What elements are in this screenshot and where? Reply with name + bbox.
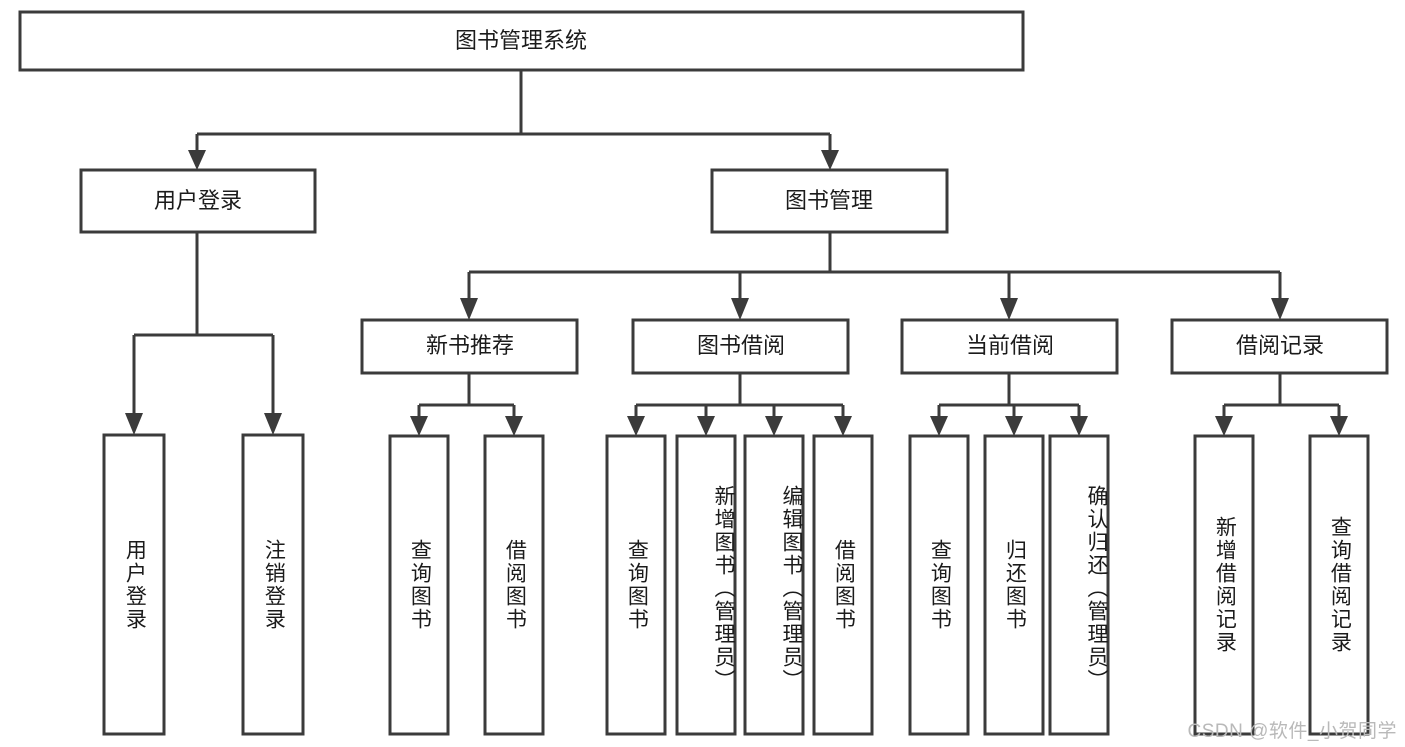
- node-leaf-cb-return-book[interactable]: [983, 434, 1045, 736]
- arrowhead-book-borrow: [731, 298, 749, 320]
- arrowhead-cb-leaf2: [1005, 416, 1023, 436]
- node-root[interactable]: 图书管理系统: [18, 10, 1025, 72]
- node-current-borrow[interactable]: 当前借阅: [900, 318, 1119, 375]
- arrowhead-leaf-user-login: [125, 413, 143, 435]
- arrowhead-cb-leaf1: [930, 416, 948, 436]
- node-leaf-logout[interactable]: [241, 433, 305, 736]
- node-root-label: 图书管理系统: [455, 28, 587, 53]
- arrowhead-nb-leaf1: [410, 416, 428, 436]
- node-book-borrow[interactable]: 图书借阅: [631, 318, 850, 375]
- arrowhead-br-leaf1: [1215, 416, 1233, 436]
- arrowhead-leaf-logout: [264, 413, 282, 435]
- node-leaf-br-add-record[interactable]: [1193, 434, 1255, 736]
- node-new-book-recommend-label: 新书推荐: [426, 333, 514, 358]
- leaf-rect-group: [102, 433, 1370, 736]
- node-leaf-nb-borrow-book[interactable]: [483, 434, 545, 736]
- arrowhead-book-manage: [821, 150, 839, 170]
- arrowhead-bb-leaf1: [627, 416, 645, 436]
- node-leaf-user-login[interactable]: [102, 433, 166, 736]
- arrowhead-new-book: [460, 298, 478, 320]
- arrowhead-bb-leaf3: [765, 416, 783, 436]
- arrowhead-nb-leaf2: [505, 416, 523, 436]
- arrowhead-current-borrow: [1000, 298, 1018, 320]
- node-new-book-recommend[interactable]: 新书推荐: [360, 318, 579, 375]
- node-borrow-record[interactable]: 借阅记录: [1170, 318, 1389, 375]
- arrowhead-user-login: [188, 150, 206, 170]
- node-leaf-nb-query-book[interactable]: [388, 434, 450, 736]
- arrowhead-br-leaf2: [1330, 416, 1348, 436]
- node-leaf-br-query-record[interactable]: [1308, 434, 1370, 736]
- arrowhead-bb-leaf4: [834, 416, 852, 436]
- arrowhead-borrow-record: [1271, 298, 1289, 320]
- connector-layer: [125, 70, 1348, 436]
- node-current-borrow-label: 当前借阅: [966, 333, 1054, 358]
- csdn-watermark: CSDN @软件_小贺同学: [1187, 721, 1397, 742]
- node-leaf-bb-query-book[interactable]: [605, 434, 667, 736]
- node-leaf-bb-add-book[interactable]: [675, 434, 737, 736]
- node-leaf-bb-edit-book[interactable]: [743, 434, 805, 736]
- node-borrow-record-label: 借阅记录: [1236, 333, 1324, 358]
- node-book-manage[interactable]: 图书管理: [710, 168, 949, 234]
- node-leaf-bb-borrow-book[interactable]: [812, 434, 874, 736]
- node-leaf-cb-query-book[interactable]: [908, 434, 970, 736]
- node-user-login[interactable]: 用户登录: [79, 168, 317, 234]
- node-book-borrow-label: 图书借阅: [697, 333, 785, 358]
- node-book-manage-label: 图书管理: [785, 188, 873, 213]
- node-user-login-label: 用户登录: [154, 188, 242, 213]
- arrowhead-cb-leaf3: [1070, 416, 1088, 436]
- node-leaf-cb-confirm-return[interactable]: [1048, 434, 1110, 736]
- arrowhead-bb-leaf2: [697, 416, 715, 436]
